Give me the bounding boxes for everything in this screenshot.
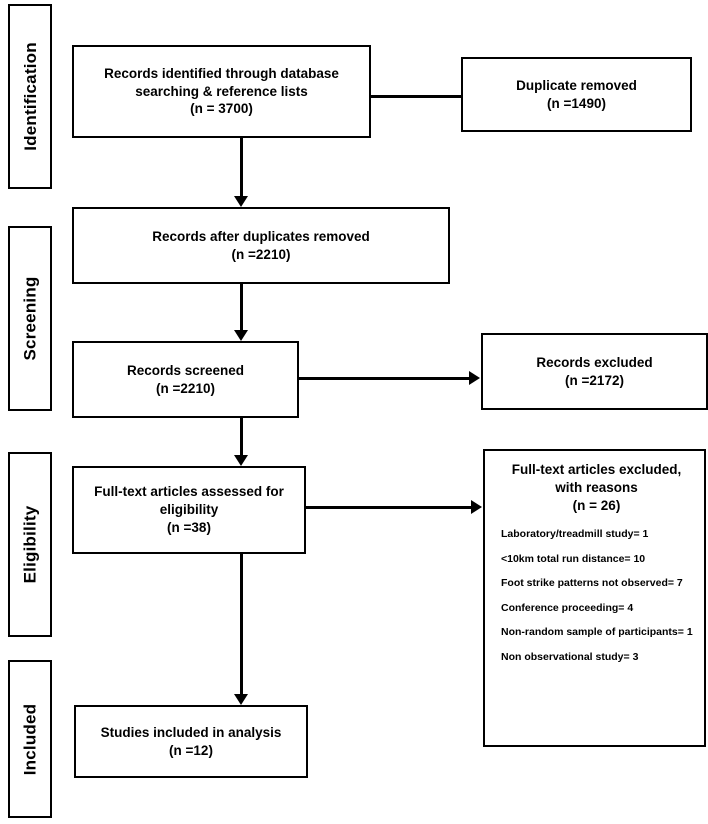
box-records-screened: Records screened (n =2210) (72, 341, 299, 418)
connector-after-duplicates-to-screened (240, 284, 243, 333)
exclusion-reason-item: Laboratory/treadmill study= 1 (501, 528, 649, 541)
exclusion-reason-item: <10km total run distance= 10 (501, 552, 646, 565)
stage-label-included-text: Included (20, 703, 40, 775)
box-fulltext-assessed-line1: Full-text articles assessed for (94, 484, 284, 500)
connector-identified-to-duplicate (371, 95, 470, 98)
box-fulltext-assessed-line2: eligibility (159, 502, 219, 518)
stage-label-eligibility: Eligibility (8, 452, 52, 637)
connector-identified-to-after-duplicates (240, 138, 243, 198)
stage-label-included: Included (8, 660, 52, 818)
box-fulltext-excluded-line2: with reasons (555, 480, 638, 496)
connector-screened-to-excluded (299, 377, 471, 380)
box-records-identified-line2: searching & reference lists (135, 83, 308, 99)
box-fulltext-assessed-line3: (n =38) (167, 519, 211, 535)
stage-label-screening-text: Screening (20, 276, 40, 361)
stage-label-screening: Screening (8, 226, 52, 411)
box-fulltext-excluded-line3: (n = 26) (572, 498, 621, 514)
box-records-identified-line3: (n = 3700) (190, 101, 253, 117)
box-studies-included-line2: (n =12) (169, 742, 213, 758)
box-records-excluded-line2: (n =2172) (565, 372, 624, 388)
box-records-after-duplicates-line2: (n =2210) (231, 246, 291, 262)
connector-fulltext-to-included (240, 554, 243, 696)
stage-label-identification-text: Identification (20, 42, 40, 151)
arrowhead-fulltext-to-excluded-reasons (471, 500, 482, 514)
box-records-identified: Records identified through database sear… (72, 45, 371, 138)
box-studies-included-line1: Studies included in analysis (100, 724, 282, 740)
box-duplicate-removed: Duplicate removed (n =1490) (461, 57, 692, 132)
box-fulltext-excluded-with-reasons: Full-text articles excluded, with reason… (483, 449, 706, 747)
connector-fulltext-to-excluded-reasons (306, 506, 473, 509)
box-records-after-duplicates-line1: Records after duplicates removed (152, 228, 370, 244)
arrowhead-screened-to-excluded (469, 371, 480, 385)
exclusion-reason-item: Conference proceeding= 4 (501, 601, 634, 614)
box-records-screened-line2: (n =2210) (156, 380, 215, 396)
exclusion-reason-item: Foot strike patterns not observed= 7 (501, 577, 683, 590)
box-records-after-duplicates: Records after duplicates removed (n =221… (72, 207, 450, 284)
arrowhead-fulltext-to-included (234, 694, 248, 705)
stage-label-identification: Identification (8, 4, 52, 189)
box-duplicate-removed-line2: (n =1490) (547, 95, 606, 111)
box-records-screened-line1: Records screened (126, 362, 245, 378)
box-duplicate-removed-line1: Duplicate removed (516, 77, 637, 93)
box-records-identified-line1: Records identified through database (104, 65, 339, 81)
box-records-excluded-line1: Records excluded (536, 354, 653, 370)
box-fulltext-excluded-line1: Full-text articles excluded, (511, 462, 682, 477)
exclusion-reason-item: Non-random sample of participants= 1 (501, 626, 693, 639)
arrowhead-identified-to-after-duplicates (234, 196, 248, 207)
connector-screened-to-fulltext (240, 418, 243, 458)
box-records-excluded: Records excluded (n =2172) (481, 333, 708, 410)
box-studies-included: Studies included in analysis (n =12) (74, 705, 308, 778)
box-fulltext-assessed: Full-text articles assessed for eligibil… (72, 466, 306, 554)
arrowhead-screened-to-fulltext (234, 455, 248, 466)
exclusion-reason-item: Non observational study= 3 (501, 650, 639, 663)
arrowhead-after-duplicates-to-screened (234, 330, 248, 341)
stage-label-eligibility-text: Eligibility (20, 505, 40, 584)
exclusion-reasons-list: Laboratory/treadmill study= 1 <10km tota… (501, 528, 693, 663)
